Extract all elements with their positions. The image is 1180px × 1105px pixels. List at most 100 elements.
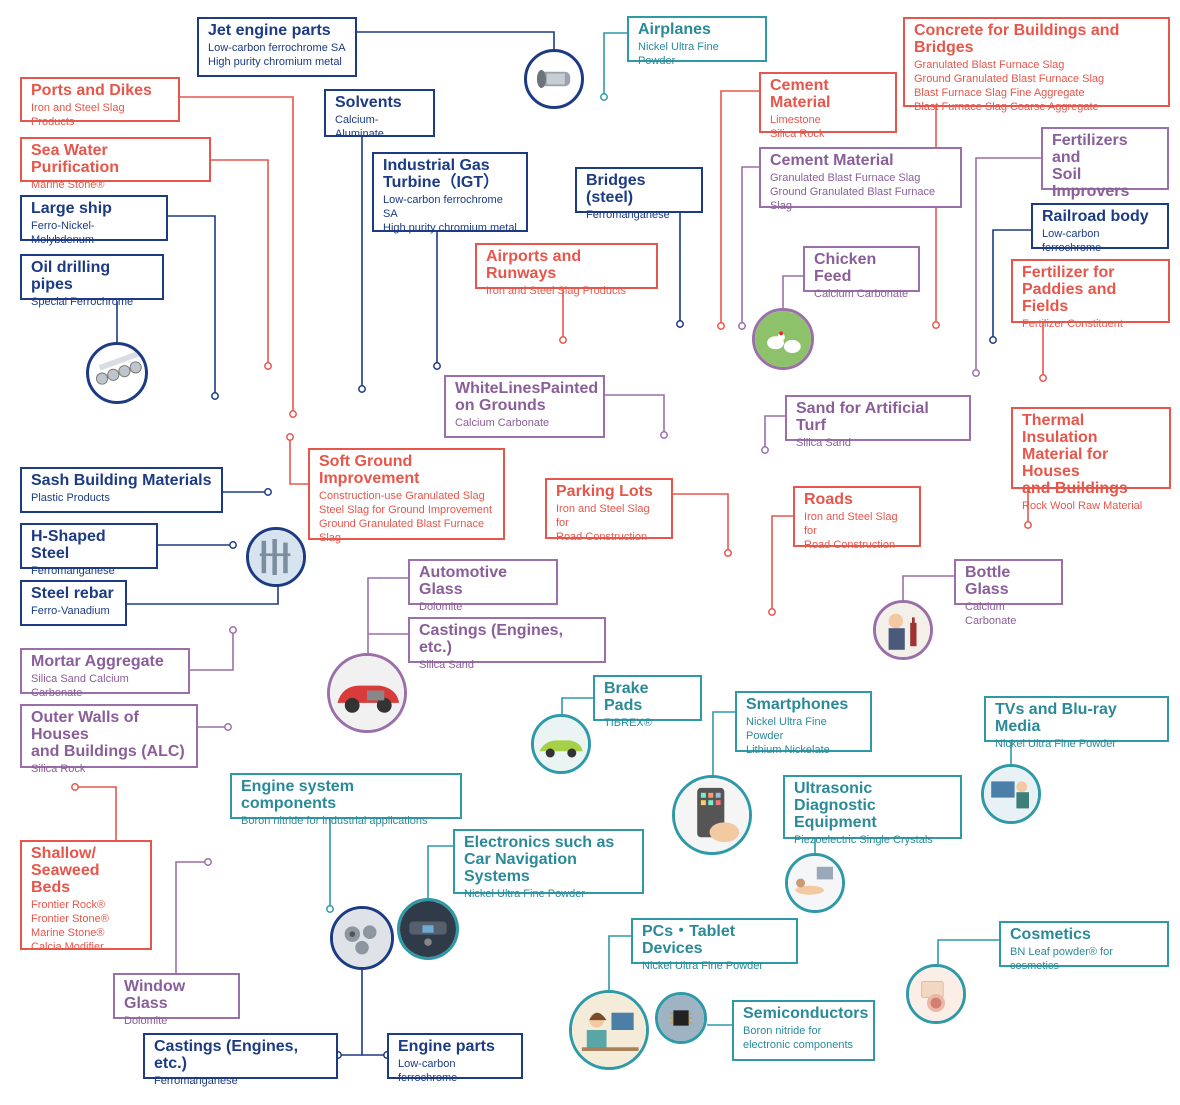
- connector-line: [608, 935, 631, 990]
- material-list: Low-carbon ferrochrome SA High purity ch…: [383, 194, 517, 234]
- material-list: Construction-use Granulated Slag Steel S…: [319, 490, 493, 544]
- connector-line: [168, 215, 216, 396]
- application-title: Engine parts: [398, 1038, 495, 1055]
- material-list: Calcium-Aluminate: [335, 114, 384, 140]
- connector-line: [357, 31, 555, 52]
- material-list: Calcium Carbonate: [814, 288, 909, 300]
- connector-dot: [264, 488, 272, 496]
- application-title: Solvents: [335, 94, 402, 111]
- material-list: Nickel Ultra Fine Powder: [995, 738, 1117, 750]
- application-title: Outer Walls of Houses and Buildings (ALC…: [31, 709, 185, 760]
- material-list: Calcium Carbonate: [965, 601, 1017, 627]
- application-box-outerwalls: Outer Walls of Houses and Buildings (ALC…: [20, 704, 198, 775]
- material-list: Dolomite: [124, 1015, 168, 1027]
- application-title: Oil drilling pipes: [31, 259, 111, 293]
- application-title: Shallow/ Seaweed Beds: [31, 845, 100, 896]
- connector-dot: [264, 362, 272, 370]
- connector-dot: [326, 905, 334, 913]
- material-list: Marine Stone®: [31, 179, 105, 191]
- connector-dot: [676, 320, 684, 328]
- application-title: Airplanes: [638, 21, 711, 38]
- bottle-icon: [873, 600, 933, 660]
- application-title: Jet engine parts: [208, 22, 331, 39]
- connector-dot: [286, 433, 294, 441]
- green-car-icon: [531, 714, 591, 774]
- material-list: Low-carbon ferrochrome: [1042, 228, 1102, 254]
- application-title: Bridges (steel): [586, 172, 646, 206]
- connector-dot: [358, 385, 366, 393]
- dashboard-icon: [397, 898, 459, 960]
- material-list: Iron and Steel Slag for Road Constructio…: [804, 511, 898, 551]
- application-box-igt: Industrial Gas Turbine（IGT）Low-carbon fe…: [372, 152, 528, 234]
- tv-icon: [981, 764, 1041, 824]
- application-title: Cosmetics: [1010, 926, 1091, 943]
- application-title: Soft Ground Improvement: [319, 453, 420, 487]
- connector-dot: [1024, 521, 1032, 529]
- material-list: Low-carbon ferrochrome SA High purity ch…: [208, 42, 346, 68]
- connector-dot: [559, 336, 567, 344]
- material-list: Iron and Steel Slag for Road Constructio…: [556, 503, 650, 543]
- application-title: Fertilizer for Paddies and Fields: [1022, 264, 1117, 315]
- material-list: Boron nitride for electronic components: [743, 1025, 854, 1051]
- material-list: Silica Rock: [31, 763, 86, 775]
- connector-dot: [229, 626, 237, 634]
- connector-line: [937, 939, 999, 964]
- pipes-icon: [86, 342, 148, 404]
- material-list: Nickel Ultra Fine Powder: [464, 888, 586, 900]
- connector-line: [561, 697, 593, 714]
- connector-line: [673, 493, 729, 553]
- chicken-icon: [752, 308, 814, 370]
- connector-line: [771, 515, 793, 612]
- application-title: H-Shaped Steel: [31, 528, 106, 562]
- steel-frame-icon: [246, 527, 306, 587]
- connector-dot: [768, 608, 776, 616]
- application-title: Parking Lots: [556, 483, 653, 500]
- ultrasound-icon: [785, 853, 845, 913]
- application-box-castings1: Castings (Engines, etc.)Silica Sand: [408, 617, 606, 671]
- pc-icon: [569, 990, 649, 1070]
- material-list: Ferromanganese: [31, 565, 115, 577]
- connector-dot: [932, 321, 940, 329]
- connector-line: [605, 394, 665, 435]
- application-title: Sash Building Materials: [31, 472, 212, 489]
- material-list: Iron and Steel Slag Products: [31, 102, 125, 128]
- material-list: Boron nitride for industrial application…: [241, 815, 428, 827]
- application-title: Steel rebar: [31, 585, 114, 602]
- application-title: Ports and Dikes: [31, 82, 152, 99]
- material-list: Piezoelectric Single Crystals: [794, 834, 933, 846]
- connector-line: [211, 159, 269, 366]
- application-title: Fertilizers and Soil Improvers: [1052, 132, 1130, 200]
- connector-line: [992, 229, 1031, 340]
- connector-dot: [211, 392, 219, 400]
- connector-line: [338, 970, 363, 1056]
- connector-line: [75, 786, 117, 840]
- connector-line: [127, 586, 279, 605]
- material-list: Ferro-Nickel-Molybdenum: [31, 220, 95, 246]
- connector-line: [782, 275, 803, 309]
- connector-dot: [224, 723, 232, 731]
- connector-dot: [600, 93, 608, 101]
- application-title: Sand for Artificial Turf: [796, 400, 929, 434]
- connector-dot: [229, 541, 237, 549]
- application-title: TVs and Blu-ray Media: [995, 701, 1117, 735]
- material-list: Frontier Rock® Frontier Stone® Marine St…: [31, 899, 109, 953]
- application-title: Engine system components: [241, 778, 354, 812]
